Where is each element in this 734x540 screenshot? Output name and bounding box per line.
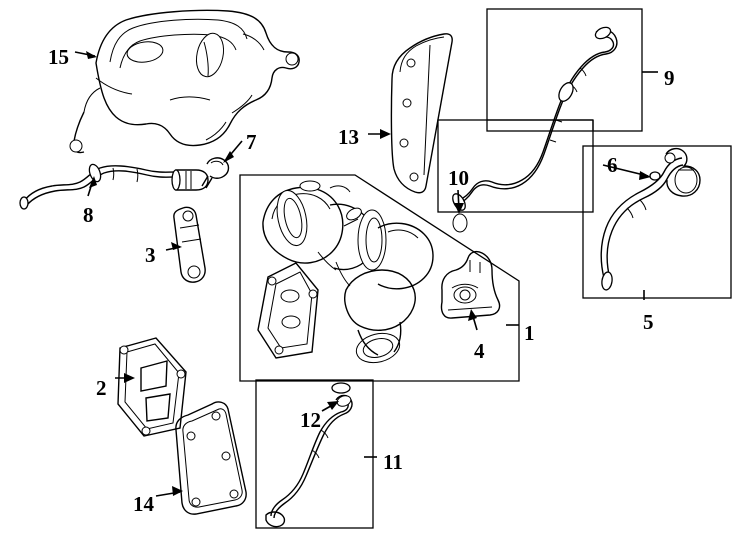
part-upper-heat-shield xyxy=(69,9,300,154)
arrow-7 xyxy=(223,151,234,163)
group-box-1 xyxy=(239,174,520,382)
group-box-9 xyxy=(437,8,643,213)
arrow-12 xyxy=(327,401,339,410)
callout-10[interactable]: 10 xyxy=(448,166,469,190)
part-heat-shield-bracket xyxy=(390,33,453,194)
callout-12[interactable]: 12 xyxy=(300,408,321,432)
arrow-10 xyxy=(454,203,464,214)
callout-4[interactable]: 4 xyxy=(474,339,485,363)
part-oil-drain-pipe-assembly xyxy=(265,382,353,528)
group-box-11 xyxy=(255,379,374,529)
callout-2[interactable]: 2 xyxy=(96,376,107,400)
callout-13[interactable]: 13 xyxy=(338,125,359,149)
part-turbocharger-gasket xyxy=(117,337,187,437)
arrow-13 xyxy=(380,129,391,139)
arrow-2 xyxy=(124,373,135,383)
callout-14[interactable]: 14 xyxy=(133,492,154,516)
arrow-3 xyxy=(171,242,182,250)
callout-1[interactable]: 1 xyxy=(524,321,535,345)
callout-6[interactable]: 6 xyxy=(607,153,618,177)
part-coolant-pipe-assembly xyxy=(452,26,618,233)
callout-9[interactable]: 9 xyxy=(664,66,675,90)
part-coolant-hose xyxy=(19,163,209,210)
part-turbocharger-assembly xyxy=(257,180,434,364)
arrow-15 xyxy=(86,51,97,59)
arrow-4 xyxy=(468,309,477,321)
part-pipe-clamp xyxy=(201,157,230,189)
part-oil-feed-pipe xyxy=(600,147,701,291)
callout-15[interactable]: 15 xyxy=(48,45,69,69)
callout-11[interactable]: 11 xyxy=(383,450,403,474)
callout-3[interactable]: 3 xyxy=(145,243,156,267)
callout-8[interactable]: 8 xyxy=(83,203,94,227)
part-support-bracket-link xyxy=(173,206,206,283)
arrow-14 xyxy=(172,486,183,496)
arrow-8 xyxy=(89,176,97,188)
part-lower-heat-shield xyxy=(175,401,247,515)
arrow-6 xyxy=(639,171,651,180)
part-wastegate-actuator xyxy=(440,250,501,319)
callout-5[interactable]: 5 xyxy=(643,310,654,334)
group-box-5 xyxy=(582,145,732,299)
callout-7[interactable]: 7 xyxy=(246,130,257,154)
